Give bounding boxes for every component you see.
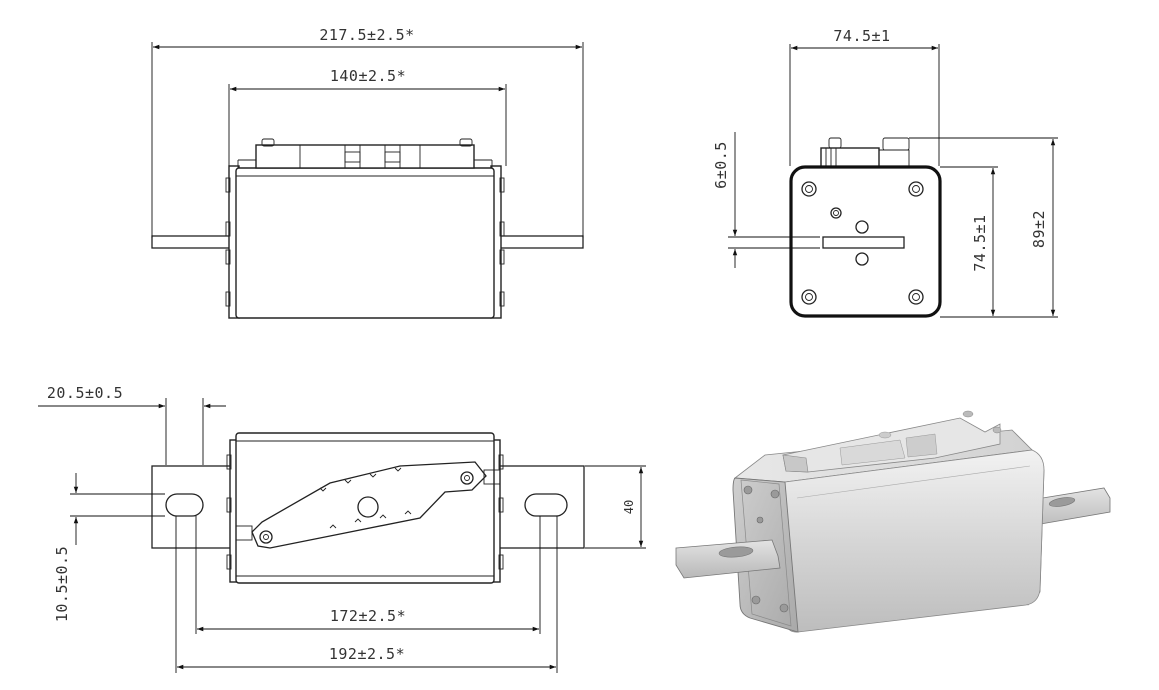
right-slot bbox=[524, 493, 568, 517]
plan-body bbox=[235, 432, 495, 584]
indicator-strip bbox=[255, 144, 475, 169]
right-end-bolts bbox=[499, 177, 505, 307]
end-view: 74.5±1 6±0.5 74.5±1 89±2 bbox=[712, 27, 1058, 318]
dim-end-height: 74.5±1 bbox=[971, 214, 989, 271]
end-latch bbox=[820, 147, 880, 169]
dim-overall-length: 217.5±2.5* bbox=[319, 26, 414, 44]
end-blade bbox=[822, 236, 905, 249]
left-slot bbox=[165, 493, 204, 517]
dim-blade-thickness: 6±0.5 bbox=[712, 141, 730, 189]
right-tab bbox=[493, 465, 585, 549]
front-view: 217.5±2.5* 140±2.5* bbox=[151, 26, 584, 319]
dim-outer-pitch: 192±2.5* bbox=[329, 645, 405, 663]
dim-end-width: 74.5±1 bbox=[833, 27, 890, 45]
dim-tab-offset: 20.5±0.5 bbox=[47, 384, 123, 402]
fuse-3d-render bbox=[675, 410, 1111, 633]
indicator-lever bbox=[251, 461, 487, 549]
dim-inner-pitch: 172±2.5* bbox=[330, 607, 406, 625]
plan-view: 20.5±0.5 10.5±0.5 40 172±2.5* 192±2.5* bbox=[38, 384, 646, 673]
left-blade bbox=[151, 235, 235, 249]
left-tab bbox=[151, 465, 239, 549]
end-plate-screws bbox=[801, 181, 924, 305]
right-blade bbox=[499, 235, 584, 249]
left-end-bolts bbox=[225, 177, 231, 307]
dim-overall-height: 89±2 bbox=[1030, 210, 1048, 248]
fuse-body bbox=[235, 167, 495, 319]
dim-slot-width: 10.5±0.5 bbox=[53, 546, 71, 622]
dim-tab-width: 40 bbox=[622, 500, 636, 514]
dim-body-length: 140±2.5* bbox=[330, 67, 406, 85]
end-plate bbox=[789, 165, 942, 318]
